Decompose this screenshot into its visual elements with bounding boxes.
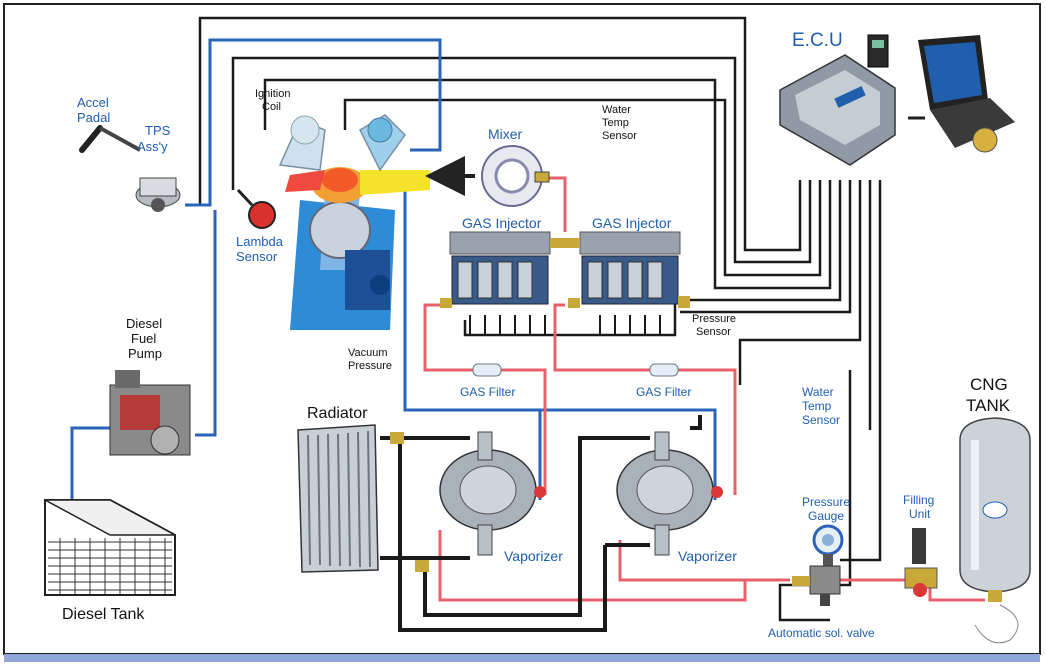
gas-filter-left-label: GAS Filter: [460, 385, 515, 399]
gas-filter-left-device: [472, 363, 502, 377]
diesel-tank-label: Diesel Tank: [62, 606, 145, 623]
hose-loop-outer: [398, 438, 607, 632]
pressure-gauge-device: [812, 524, 844, 566]
blue-vacuum-left: [403, 190, 542, 500]
gas-injector-left-device: [440, 231, 551, 308]
red-filling-tank: [928, 585, 985, 602]
lambda-sensor-label-line2: Sensor: [236, 249, 278, 264]
lambda-sensor-label-line1: Lambda: [236, 234, 284, 249]
filling-unit-label-line1: Filling: [903, 493, 934, 507]
laptop-device: [918, 35, 1015, 153]
wire-solvalve-ecu: [778, 370, 852, 622]
blue-pump-up: [195, 210, 217, 437]
tps-assembly-device: [135, 177, 181, 212]
blue-accel-line: [185, 38, 442, 207]
water-temp-top-label-line2: Temp: [602, 117, 629, 129]
wire-tps-ecu: [198, 16, 802, 252]
water-temp-right-label-line2: Temp: [802, 399, 832, 413]
injector-tee: [550, 238, 580, 248]
wire-pressure-sensor-ecu: [680, 180, 852, 314]
ignition-coil-label-line2: Coil: [262, 101, 281, 113]
radiator-device: [297, 424, 429, 573]
blue-lines: [70, 38, 717, 500]
pressure-gauge-label-line2: Gauge: [808, 509, 844, 523]
engine: [278, 114, 430, 330]
cng-tank-device: [959, 417, 1031, 644]
cng-tank-label-line1: CNG: [970, 375, 1008, 394]
water-temp-top-label-line1: Water: [602, 104, 631, 116]
diesel-pump-label-line1: Diesel: [126, 316, 162, 331]
pressure-sensor-label-line2: Sensor: [696, 326, 731, 338]
gas-filter-right-device: [649, 363, 679, 377]
water-temp-top-label-line3: Sensor: [602, 130, 637, 142]
wire-lambda-ecu: [231, 56, 812, 264]
solenoid-valve-device: [792, 565, 841, 606]
blue-tank-pump: [70, 426, 110, 500]
wire-watertemp-ecu: [343, 98, 822, 277]
tps-label-line2: Ass'y: [137, 139, 168, 154]
wire-injector-left-ecu: [463, 180, 842, 337]
ignition-coil-label-line1: Ignition: [255, 88, 290, 100]
coolant-hoses: [380, 415, 702, 632]
vaporizer-left-label: Vaporizer: [504, 548, 563, 564]
wire-gauge-ecu: [840, 180, 882, 562]
blue-vacuum-right: [540, 408, 717, 500]
water-temp-right-label-line3: Sensor: [802, 413, 840, 427]
radiator-label: Radiator: [307, 405, 368, 422]
filling-unit-label-line2: Unit: [909, 507, 931, 521]
filling-unit-device: [904, 528, 938, 597]
gas-injector-left-label: GAS Injector: [462, 215, 542, 231]
red-right-injector-vaporizer: [553, 303, 737, 495]
mixer-device: [425, 145, 550, 207]
gas-filter-right-label: GAS Filter: [636, 385, 691, 399]
injector-wires: [469, 315, 661, 335]
ecu-label: E.C.U: [792, 30, 843, 51]
red-left-injector-vaporizer: [423, 303, 547, 495]
red-mixer-injector: [545, 176, 567, 232]
gas-injector-right-device: [568, 231, 690, 308]
mixer-label: Mixer: [488, 126, 523, 142]
lambda-sensor-device: [236, 188, 276, 229]
tps-label-line1: TPS: [145, 123, 171, 138]
automatic-sol-valve-label: Automatic sol. valve: [768, 626, 875, 640]
vaporizer-right-label: Vaporizer: [678, 548, 737, 564]
accel-padal-label-line2: Padal: [77, 110, 110, 125]
accel-pedal-device: [79, 125, 141, 153]
hose-right-vap-top: [690, 415, 702, 430]
accel-padal-label-line1: Accel: [77, 95, 109, 110]
wire-ignition-ecu: [263, 78, 832, 290]
cng-tank-label-line2: TANK: [966, 396, 1011, 415]
red-right-vaporizer-valve: [618, 540, 790, 582]
gas-injector-right-label: GAS Injector: [592, 215, 672, 231]
vacuum-pressure-label-line1: Vacuum: [348, 347, 388, 359]
vacuum-pressure-label-line2: Pressure: [348, 360, 392, 372]
pressure-gauge-label-line1: Pressure: [802, 495, 850, 509]
diesel-pump-label-line2: Fuel: [131, 331, 156, 346]
diesel-tank-device: [44, 499, 176, 596]
ecu-device: [779, 34, 925, 166]
diesel-fuel-pump-device: [109, 370, 191, 456]
bottom-band: [4, 654, 1040, 662]
wire-filter-ecu: [738, 180, 862, 385]
ecu-wiring-harness: [198, 16, 882, 622]
vaporizer-right-device: [616, 431, 723, 556]
hose-loop-inner: [423, 436, 650, 617]
red-gas-lines: [423, 176, 985, 602]
diesel-pump-label-line3: Pump: [128, 346, 162, 361]
vaporizer-left-device: [439, 431, 546, 556]
pressure-sensor-label-line1: Pressure: [692, 313, 736, 325]
water-temp-right-label-line1: Water: [802, 385, 834, 399]
